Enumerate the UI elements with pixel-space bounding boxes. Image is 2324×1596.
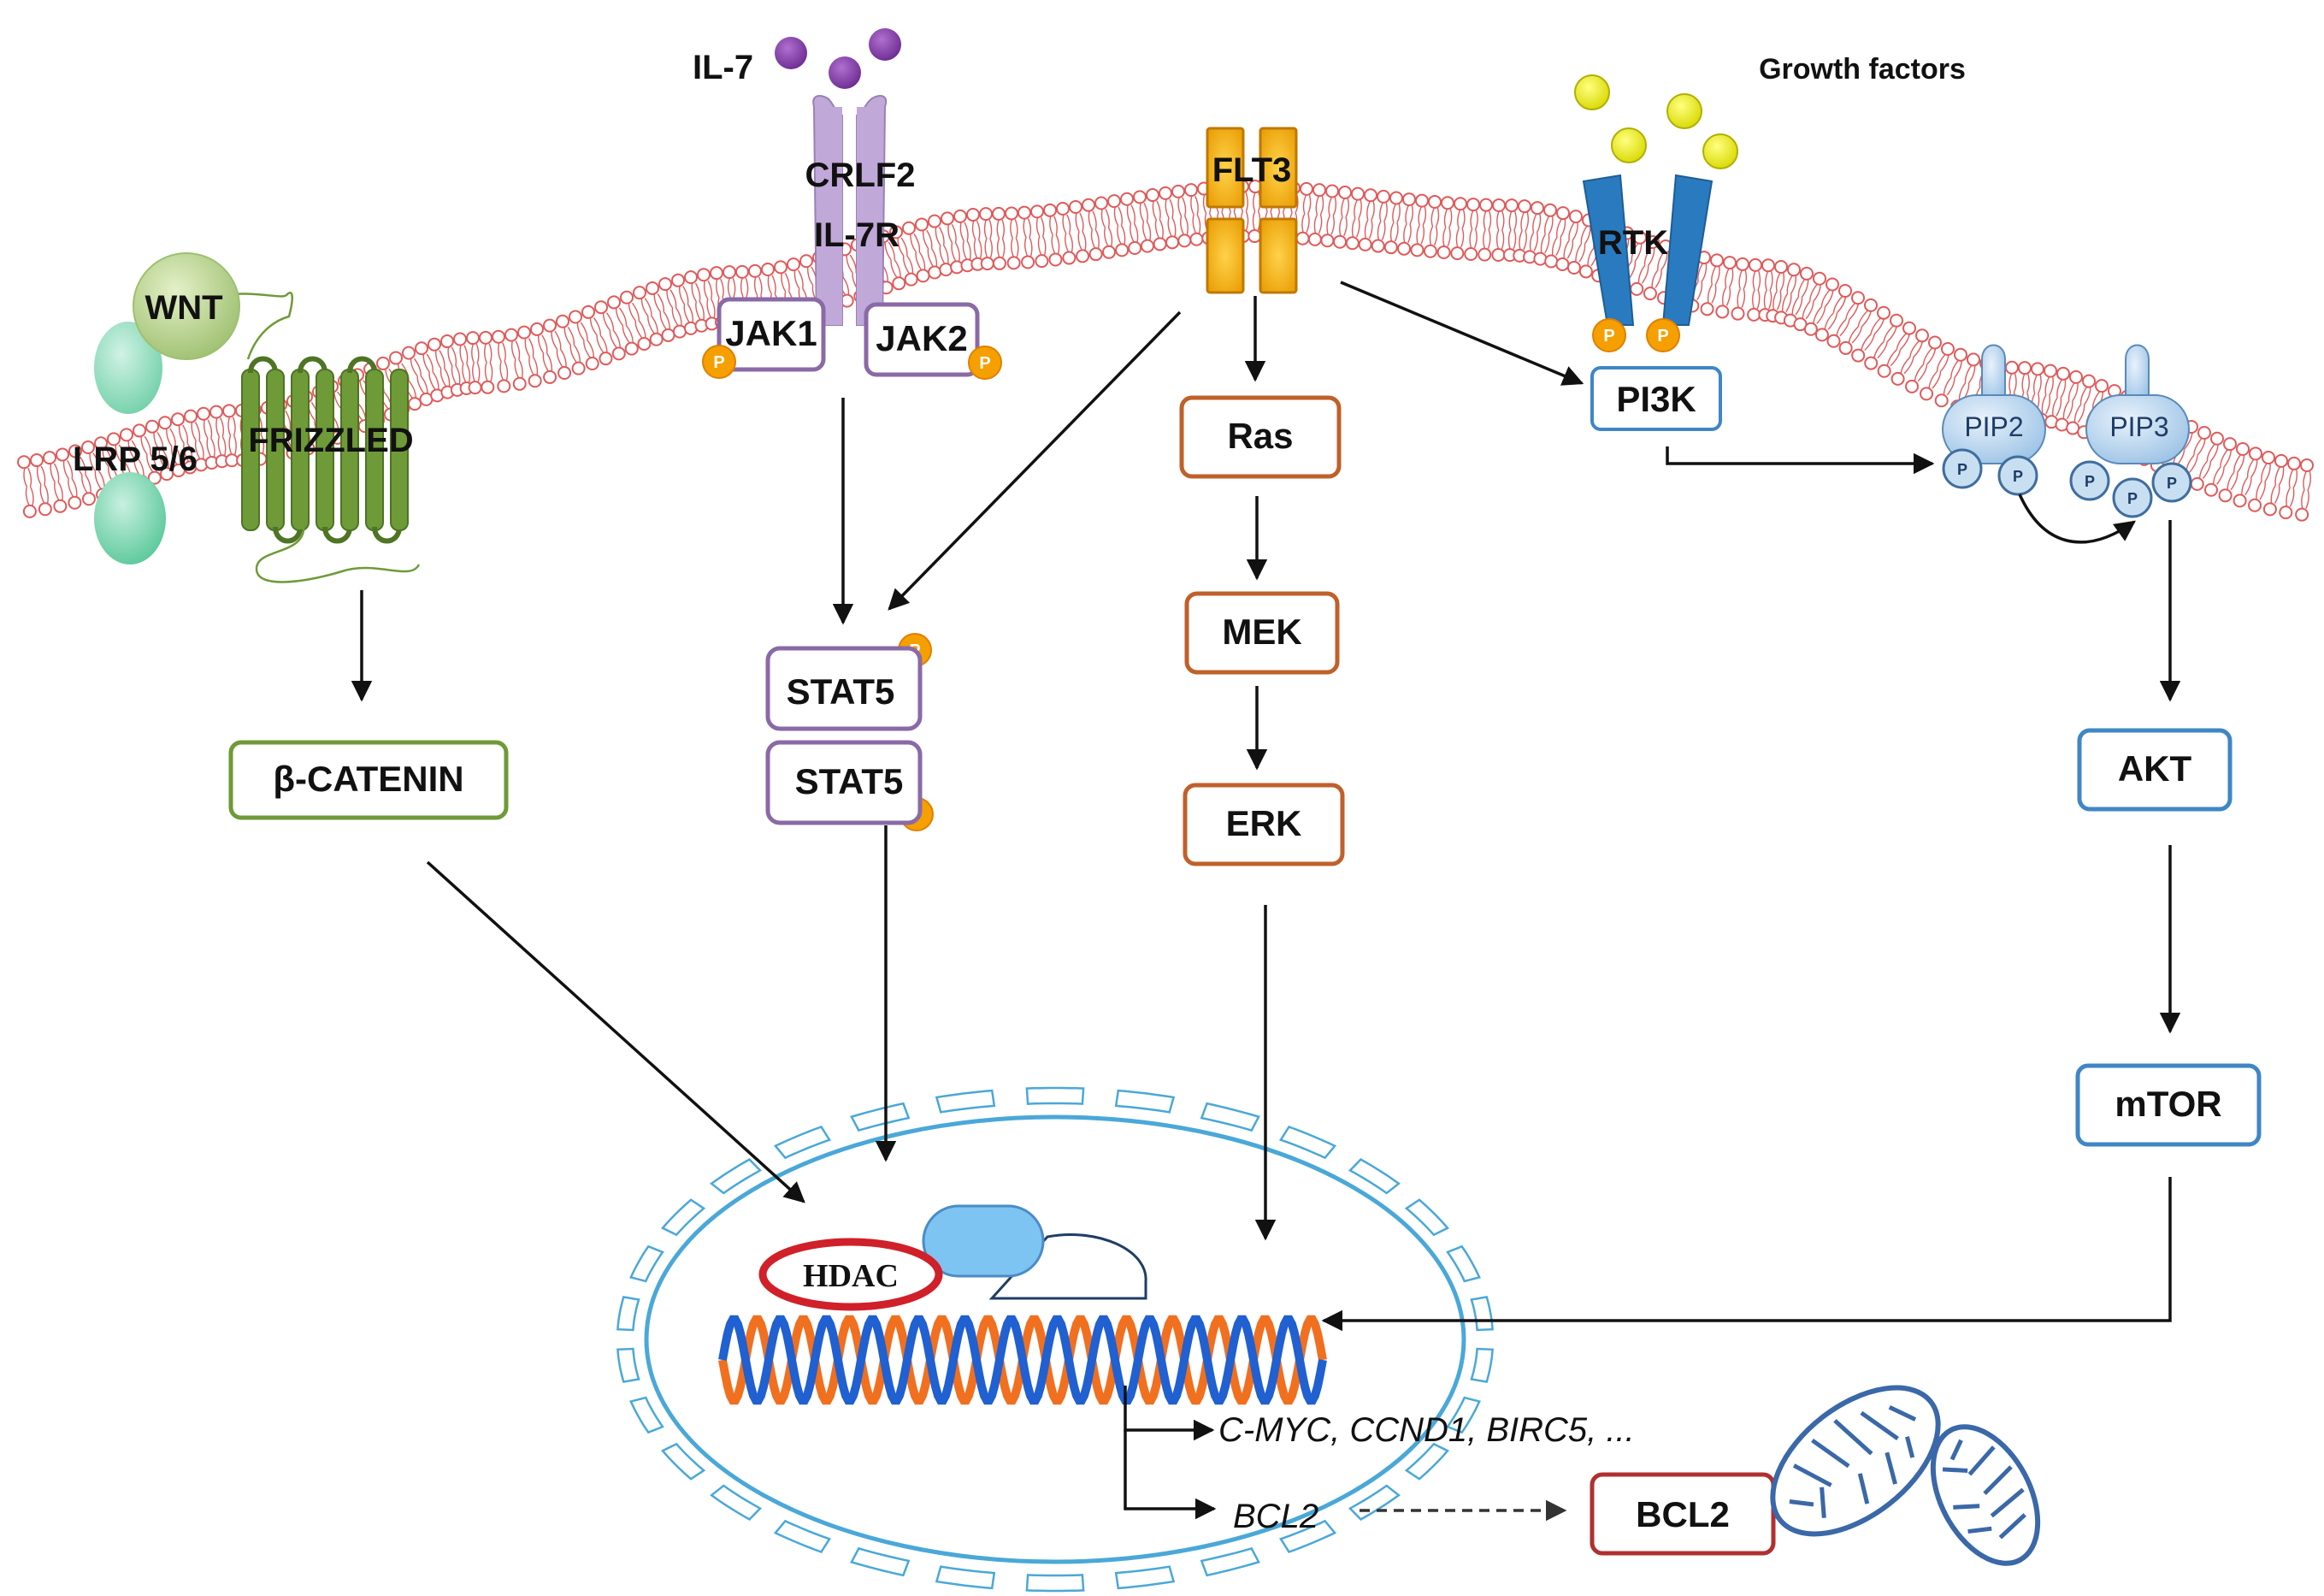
arrow-pi3k-to-pip2 [1666,446,1935,475]
il7-label: IL-7 [693,49,753,86]
growth-factors: Growth factors [1574,53,1966,169]
phosphate-label: P [2167,475,2177,492]
arrow-mtor-to-dna [1321,1177,2172,1332]
il7r-label: IL-7R [814,216,900,254]
il7-molecule [829,56,861,89]
akt-label: AKT [2118,748,2192,789]
growth-factor-molecule [1574,74,1610,110]
phosphate-label: P [2085,473,2095,490]
phosphate-group [2151,462,2192,503]
nucleus [616,1086,1494,1593]
wnt-receptor-complex: WNT LRP 5/6 FRIZZLED [73,252,421,583]
phosphate-label: P [2013,468,2023,485]
akt-node: AKT [2077,728,2233,812]
bcl2-gene-label: BCL2 [1233,1498,1318,1535]
phosphate-group [2069,460,2110,501]
arrow-flt3-to-pi3k [1340,281,1584,386]
pip3-lipid: PIP3 [2085,344,2190,464]
phosphate-group [702,345,736,379]
frizzled-label: FRIZZLED [248,422,413,459]
target-genes-label: C-MYC, CCND1, BIRC5, ... [1218,1411,1635,1449]
phosphate-label: P [713,353,724,372]
erk-label: ERK [1226,803,1302,843]
phosphate-group [1997,455,2038,496]
pi3k-node: PI3K [1590,366,1722,431]
phosphate-group [968,346,1002,380]
stat5-bottom-label: STAT5 [795,761,904,801]
jak2-node: JAK2 [864,302,980,377]
phosphate-label: P [1603,327,1614,346]
mitochondrion [1930,1424,2041,1566]
arrow-pip2-to-pip3 [2018,494,2136,544]
pathway-arrows [351,281,2181,1522]
bcl2-protein-node: BCL2 [1590,1472,1776,1556]
lrp-label: LRP 5/6 [73,440,198,478]
jak1-node: JAK1 [717,297,826,372]
jak1-label: JAK1 [725,313,817,353]
crlf2-label: CRLF2 [805,157,916,194]
phosphate-group [1646,318,1680,352]
arrow-flt3-to-stat5 [888,310,1182,611]
ras-node: Ras [1179,395,1342,479]
growth-factors-label: Growth factors [1759,53,1966,86]
crlf2-il7r-receptor: CRLF2 IL-7R [805,95,916,326]
mtor-label: mTOR [2115,1084,2221,1124]
il7-molecule [775,37,807,69]
pip2-lipid: PIP2 [1942,344,2046,464]
arrow-beta-catenin-to-nucleus [426,860,805,1203]
mek-node: MEK [1184,591,1340,675]
mek-label: MEK [1222,612,1301,652]
rtk-label: RTK [1598,224,1668,262]
phosphate-label: P [979,354,990,373]
pip3-label: PIP3 [2109,411,2168,442]
dna-helix [718,1315,1327,1405]
pip2-label: PIP2 [1964,411,2023,442]
phosphate-group [1942,448,1983,489]
hdac-label: HDAC [803,1258,899,1294]
flt3-label: FLT3 [1212,151,1292,189]
stat5-bottom-node: STAT5 [765,740,923,825]
beta-catenin-label: β-CATENIN [273,759,463,799]
phosphate-label: P [1657,327,1668,346]
phosphate-group [2112,477,2153,518]
stat5-top-label: STAT5 [787,671,895,712]
mitochondria [1770,1385,2041,1566]
stat5-top-node: STAT5 [765,646,923,731]
hdac-complex: HDAC [758,1204,1147,1311]
beta-catenin-node: β-CATENIN [228,740,509,820]
bcl2-protein-label: BCL2 [1636,1494,1730,1534]
phosphate-group [1592,318,1626,352]
erk-node: ERK [1183,783,1345,866]
mitochondrion [1770,1385,1941,1537]
wnt-label: WNT [145,289,222,327]
jak2-label: JAK2 [876,318,967,358]
flt3-receptor: FLT3 [1206,127,1298,294]
frizzled-receptor [241,356,409,544]
growth-factor-molecule [1666,93,1702,129]
phosphate-label: P [1957,461,1967,478]
growth-factor-molecule [1611,127,1647,163]
pi3k-label: PI3K [1616,379,1696,419]
arrow-dna-to-bcl2-gene [1124,1430,1217,1520]
mtor-node: mTOR [2075,1063,2262,1147]
lrp-upper-domain [94,322,162,414]
lrp-lower-domain [94,472,166,565]
rtk-receptor: RTK [1582,174,1714,326]
il7-molecule [869,28,901,61]
growth-factor-molecule [1702,133,1738,169]
il7-ligands: IL-7 [693,28,901,89]
wnt-ligand [133,252,240,360]
ras-label: Ras [1227,416,1293,456]
hdac-node [758,1238,943,1311]
phosphate-label: P [2127,490,2138,507]
